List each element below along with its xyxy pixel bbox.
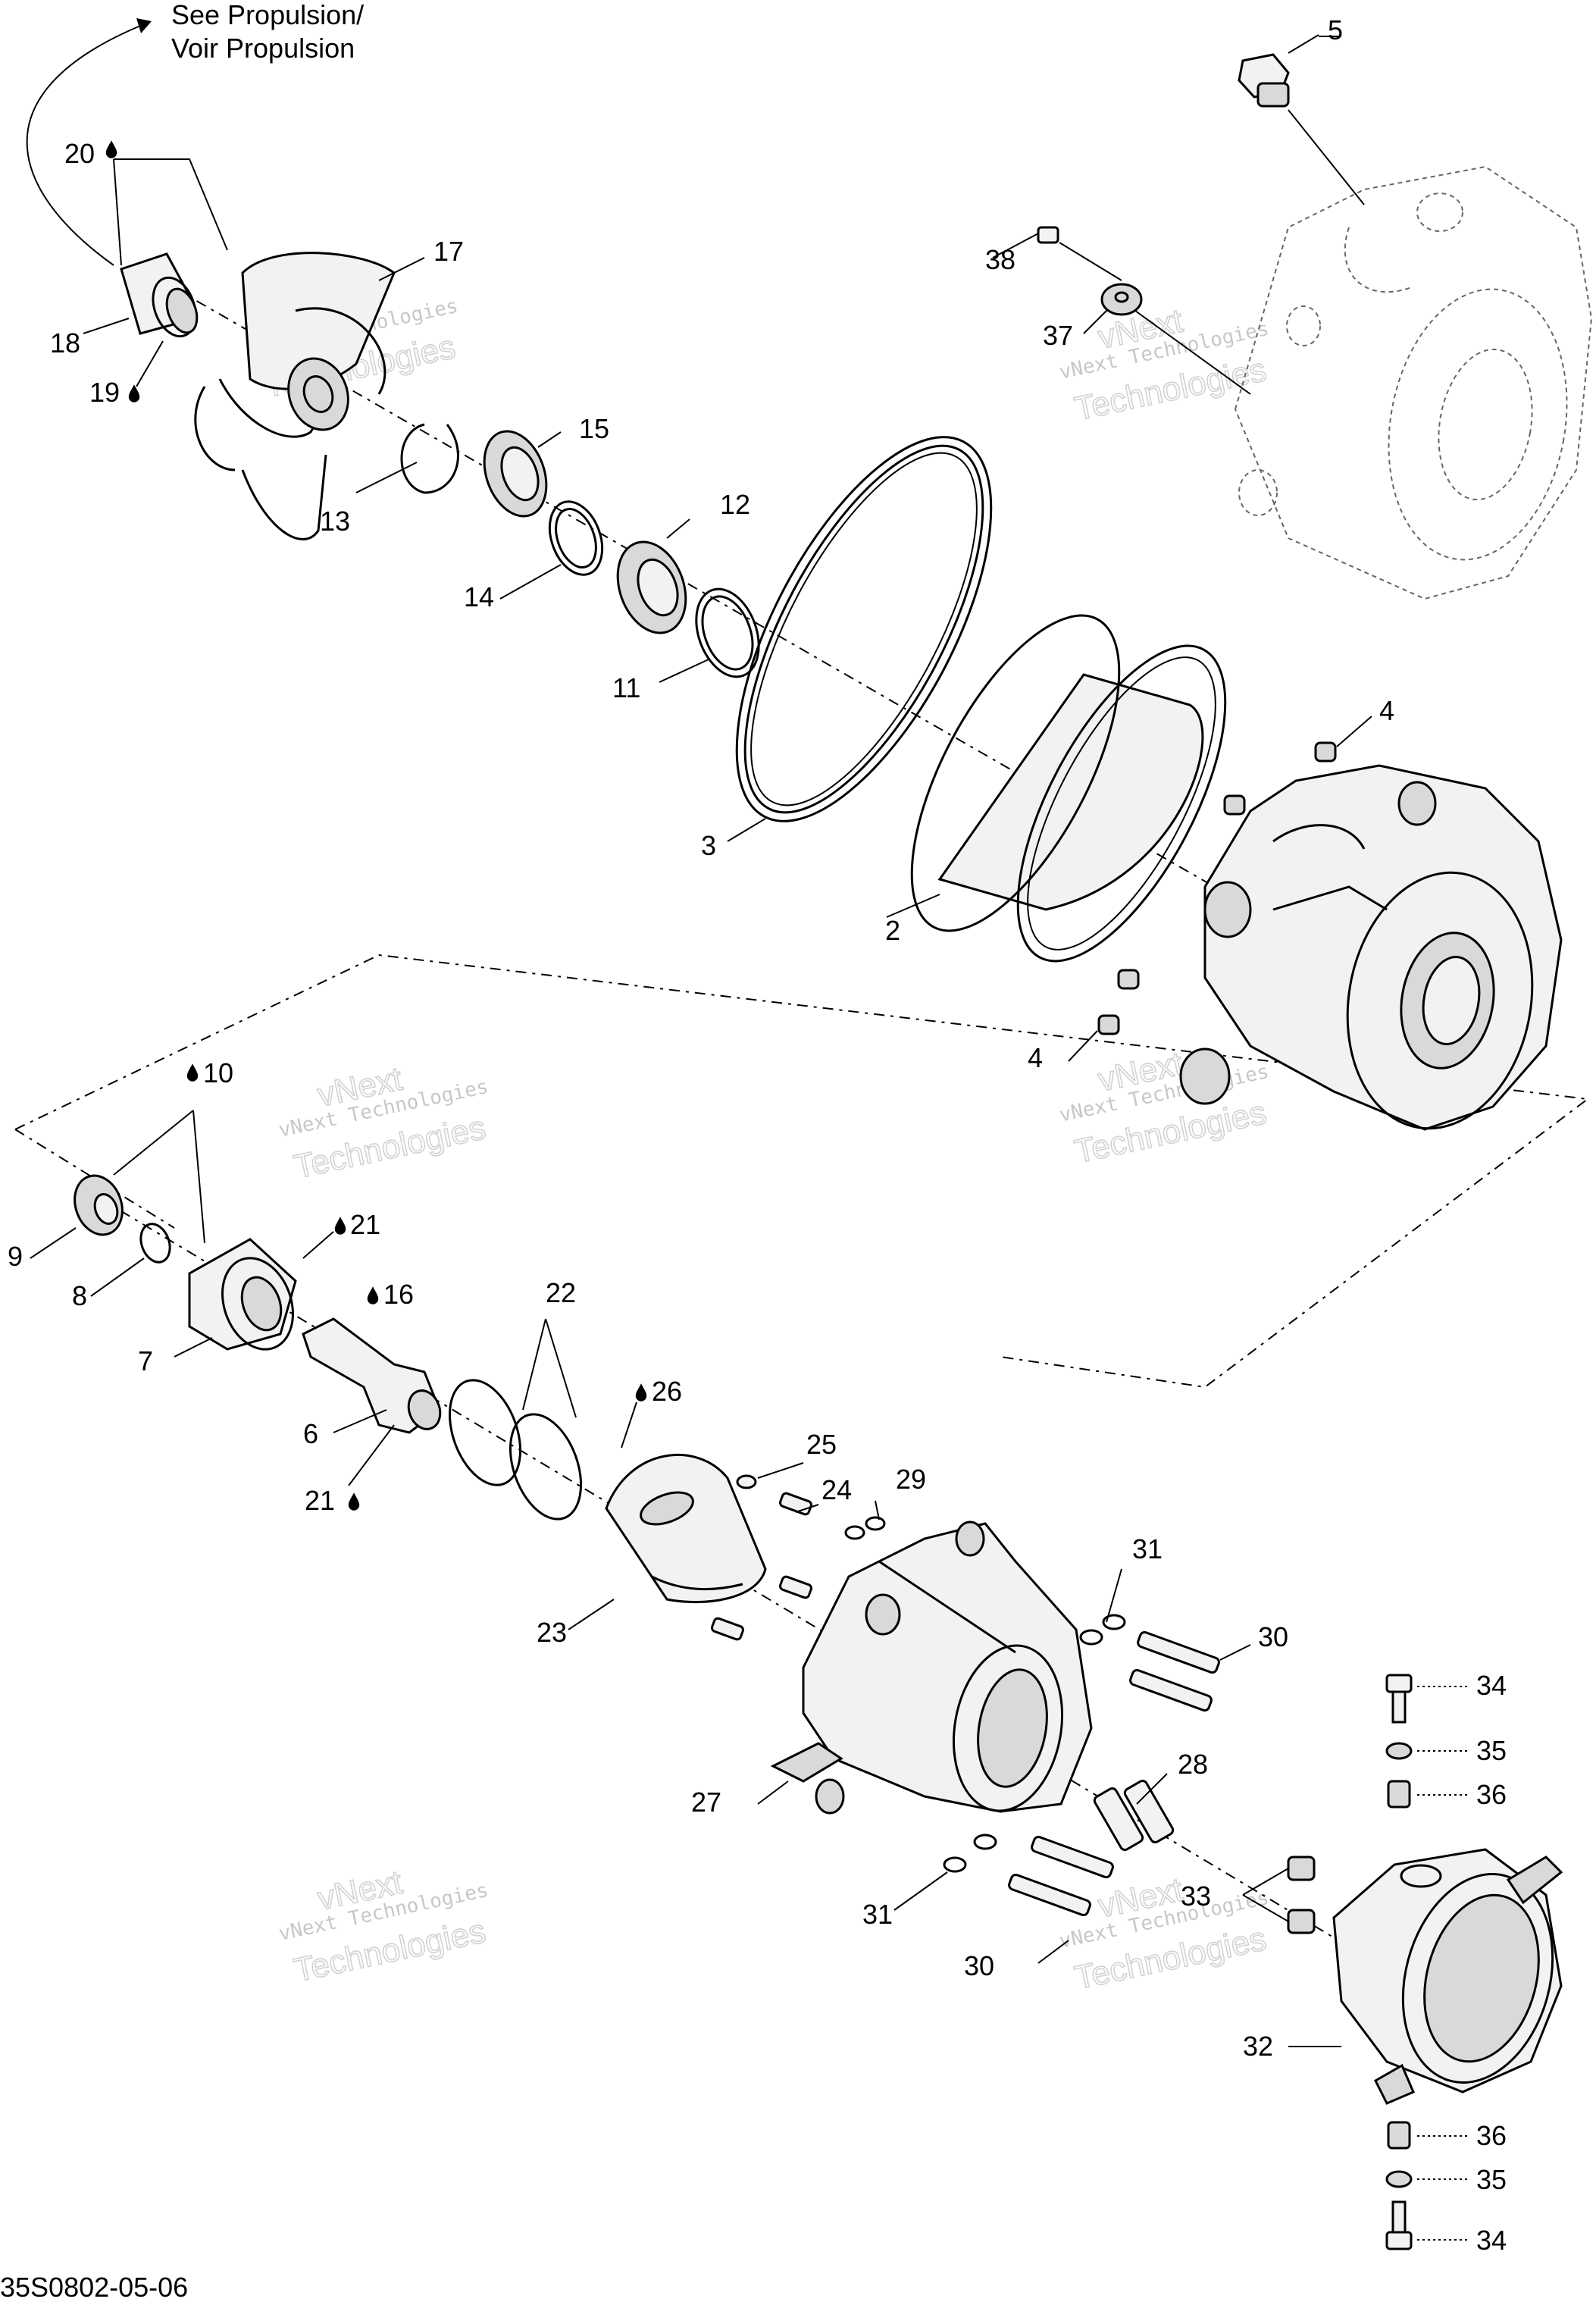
label-part-4: 4 bbox=[1379, 695, 1394, 726]
label-part-25: 25 bbox=[806, 1429, 837, 1460]
oil-drop-icon bbox=[367, 1286, 379, 1304]
label-part-37: 37 bbox=[1043, 320, 1073, 351]
part-22-o-rings bbox=[448, 1379, 583, 1520]
part-17-impeller bbox=[194, 252, 396, 540]
part-38-screw bbox=[1037, 226, 1122, 281]
oil-drop-icon bbox=[186, 1063, 199, 1082]
ghost-pump-housing bbox=[1234, 165, 1593, 600]
part-30-31-bolts-lower bbox=[943, 1834, 1114, 1917]
label-part-36: 36 bbox=[1476, 1779, 1507, 1810]
label-part-5: 5 bbox=[1328, 14, 1343, 45]
label-part-29: 29 bbox=[896, 1464, 926, 1495]
oil-drop-icon bbox=[348, 1492, 360, 1511]
part-8-o-ring bbox=[139, 1223, 171, 1264]
part-34-35-36-upper-stack bbox=[1385, 1674, 1413, 1809]
label-part-11: 11 bbox=[612, 672, 640, 703]
part-37-washer bbox=[1100, 283, 1251, 395]
label-part-30: 30 bbox=[1258, 1621, 1288, 1652]
part-23-cone bbox=[605, 1454, 767, 1604]
label-part-20: 20 bbox=[64, 138, 95, 169]
label-part-38: 38 bbox=[985, 244, 1015, 275]
part-12-seal bbox=[616, 540, 687, 634]
oil-drop-icon bbox=[635, 1383, 647, 1401]
part-3-ring bbox=[735, 436, 993, 822]
label-part-32: 32 bbox=[1243, 2031, 1273, 2062]
part-2-wear-ring bbox=[910, 614, 1227, 963]
label-part-35: 35 bbox=[1476, 1735, 1507, 1766]
part-18-sleeve bbox=[120, 252, 199, 338]
label-part-36: 36 bbox=[1476, 2120, 1507, 2151]
label-part-31: 31 bbox=[862, 1899, 893, 1930]
label-part-22: 22 bbox=[546, 1277, 576, 1308]
label-part-35: 35 bbox=[1476, 2164, 1507, 2195]
oil-drop-icon bbox=[128, 384, 140, 402]
label-part-30: 30 bbox=[964, 1950, 994, 1981]
label-part-31: 31 bbox=[1132, 1533, 1163, 1564]
part-30-31-bolts-upper bbox=[1079, 1614, 1220, 1712]
label-part-13: 13 bbox=[320, 506, 350, 537]
label-part-10: 10 bbox=[203, 1057, 233, 1088]
part-13-circlip bbox=[400, 423, 459, 494]
label-part-7: 7 bbox=[138, 1345, 153, 1376]
label-part-26: 26 bbox=[652, 1376, 682, 1407]
label-part-24: 24 bbox=[821, 1474, 852, 1505]
reference-arrow-line bbox=[26, 22, 149, 266]
diagram-code: 35S0802-05-06 bbox=[0, 2272, 188, 2303]
label-part-23: 23 bbox=[537, 1617, 567, 1648]
part-33-bushings bbox=[1287, 1856, 1316, 1934]
see-propulsion-reference: See Propulsion/ Voir Propulsion bbox=[26, 0, 364, 266]
label-part-21: 21 bbox=[305, 1485, 335, 1516]
part-7-bearing bbox=[188, 1238, 297, 1351]
pump-housing bbox=[1179, 764, 1563, 1131]
label-part-33: 33 bbox=[1181, 1881, 1211, 1912]
label-part-27: 27 bbox=[691, 1787, 721, 1818]
part-32-steering-nozzle bbox=[1332, 1848, 1563, 2105]
label-part-8: 8 bbox=[72, 1280, 87, 1311]
label-part-16: 16 bbox=[383, 1279, 414, 1310]
part-34-35-36-lower-stack bbox=[1385, 2121, 1413, 2250]
label-part-34: 34 bbox=[1476, 1670, 1507, 1701]
part-14-o-ring bbox=[548, 500, 604, 576]
label-part-17: 17 bbox=[433, 236, 464, 267]
label-part-2: 2 bbox=[885, 915, 900, 946]
label-part-9: 9 bbox=[8, 1241, 23, 1272]
label-part-15: 15 bbox=[579, 413, 609, 444]
oil-drop-icon bbox=[334, 1217, 346, 1235]
part-28-hose-fittings bbox=[1093, 1780, 1175, 1851]
center-axis-lines bbox=[14, 287, 1590, 2047]
part-6-shaft bbox=[302, 1317, 442, 1434]
part-29-o-rings bbox=[844, 1516, 886, 1540]
label-part-14: 14 bbox=[464, 581, 494, 612]
part-5-drain-plug bbox=[1238, 34, 1365, 205]
label-part-6: 6 bbox=[303, 1418, 318, 1449]
see-propulsion-text: See Propulsion/ bbox=[171, 0, 364, 30]
part-4-dowels bbox=[1097, 741, 1337, 1035]
part-11-o-ring bbox=[695, 587, 760, 678]
label-part-28: 28 bbox=[1178, 1749, 1208, 1780]
label-part-34: 34 bbox=[1476, 2225, 1507, 2256]
oil-drop-icon bbox=[105, 140, 117, 158]
part-9-spacer bbox=[74, 1174, 124, 1236]
part-27-venturi bbox=[770, 1520, 1093, 1815]
arrow-head-icon bbox=[136, 18, 152, 33]
label-part-19: 19 bbox=[89, 377, 120, 408]
part-15-seal bbox=[483, 430, 548, 518]
label-part-3: 3 bbox=[701, 830, 716, 861]
part-number-labels: 5 38 37 20 18 19 17 13 15 14 12 11 3 2 4… bbox=[8, 14, 1507, 2256]
leader-lines bbox=[30, 36, 1470, 2241]
label-part-21: 21 bbox=[350, 1209, 380, 1240]
watermark-group: vNext Technologies Technologies vNext vN… bbox=[246, 279, 1271, 1997]
label-part-12: 12 bbox=[720, 489, 750, 520]
label-part-18: 18 bbox=[50, 327, 80, 359]
label-part-4: 4 bbox=[1028, 1042, 1043, 1073]
voir-propulsion-text: Voir Propulsion bbox=[171, 33, 355, 64]
